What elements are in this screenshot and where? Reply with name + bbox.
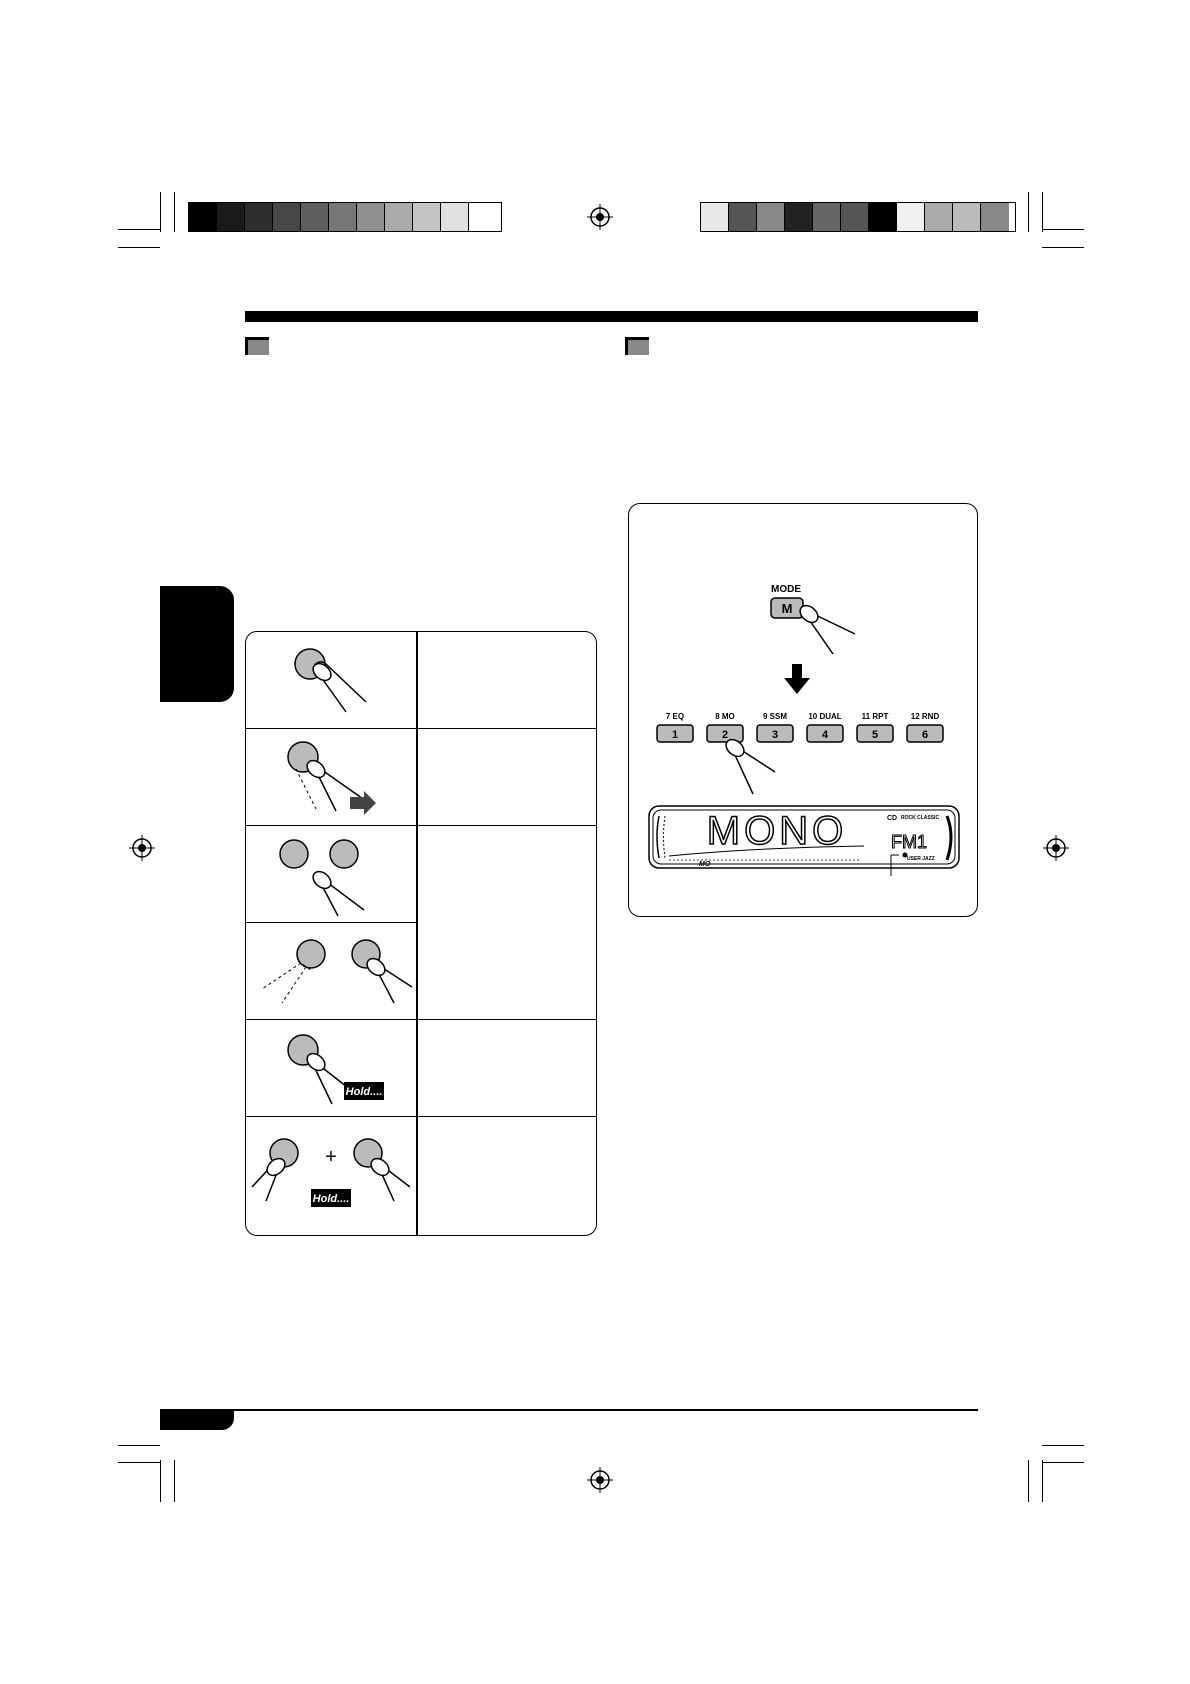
preset-button-row: 7 EQ 1 8 MO 2 9 SSM 3 10 DUAL 4 11 RPT <box>656 712 944 743</box>
registration-mark <box>1043 835 1069 861</box>
lcd-mo-indicator: MO <box>699 861 711 868</box>
finger-hold-icon: Hold.... <box>287 1034 384 1105</box>
trim-mark <box>160 1460 161 1502</box>
down-arrow-icon <box>784 664 810 694</box>
color-calibration-bar <box>700 202 1016 232</box>
svg-text:3: 3 <box>772 729 778 741</box>
hold-label: Hold.... <box>346 1086 383 1098</box>
preset-button-1[interactable]: 7 EQ 1 <box>656 712 694 743</box>
mono-mode-illustration: MODE M 7 EQ 1 8 MO 2 9 SSM 3 <box>648 584 960 876</box>
trim-mark <box>118 229 160 230</box>
preset-button-2[interactable]: 8 MO 2 <box>706 712 744 743</box>
preset-button-3[interactable]: 9 SSM 3 <box>756 712 794 743</box>
section-marker-left <box>245 337 269 355</box>
lcd-band-text: FM1 <box>891 832 927 852</box>
preset-2-label: 8 MO <box>715 712 735 721</box>
trim-mark <box>1042 247 1084 248</box>
lcd-eq-bottom: USER JAZZ <box>907 856 935 862</box>
svg-text:1: 1 <box>672 729 678 741</box>
trim-mark <box>1042 229 1084 230</box>
lcd-cd-indicator: CD <box>887 815 897 822</box>
hold-label: Hold.... <box>313 1193 350 1205</box>
table-row-two-buttons <box>246 826 416 923</box>
registration-mark <box>587 1467 613 1493</box>
table-row-slide <box>246 729 416 826</box>
table-desc-slide <box>418 729 596 826</box>
trim-mark <box>118 1462 160 1463</box>
footer-rule <box>160 1409 978 1411</box>
table-desc-two-buttons <box>418 826 596 1020</box>
preset-button-4[interactable]: 10 DUAL 4 <box>806 712 844 743</box>
mode-key-label: M <box>782 601 793 616</box>
preset-1-label: 7 EQ <box>666 712 684 721</box>
lcd-main-text: MONO <box>707 809 847 853</box>
trim-mark <box>118 247 160 248</box>
trim-mark <box>1042 192 1043 232</box>
page-number-tab <box>160 1410 234 1430</box>
registration-mark <box>587 204 613 230</box>
trim-mark <box>1042 1445 1084 1446</box>
svg-text:6: 6 <box>922 729 928 741</box>
lcd-display: MONO MO CD ROCK CLASSIC FM1 USER JAZZ <box>648 805 960 876</box>
trim-mark <box>1028 1460 1029 1502</box>
table-divider <box>416 632 418 1235</box>
table-desc-two-buttons-hold <box>418 1117 596 1235</box>
finger-press-icon <box>294 648 367 713</box>
table-desc-hold <box>418 1020 596 1117</box>
grayscale-calibration-bar <box>188 202 502 232</box>
trim-mark <box>1028 192 1029 232</box>
finger-slide-icon <box>287 741 376 815</box>
preset-5-label: 11 RPT <box>862 712 889 721</box>
finger-two-buttons-icon <box>279 839 365 917</box>
mono-mode-figure: MODE M 7 EQ 1 8 MO 2 9 SSM 3 <box>628 503 978 917</box>
mono-indicator-dot <box>902 852 908 858</box>
table-row-two-buttons-hold: + Hold.... <box>246 1117 416 1235</box>
lcd-eq-top: ROCK CLASSIC <box>901 815 939 821</box>
button-operations-table: Hold.... + Hold.... <box>245 631 597 1236</box>
preset-4-label: 10 DUAL <box>808 712 841 721</box>
trim-mark <box>174 1460 175 1502</box>
section-marker-right <box>625 337 649 355</box>
preset-button-6[interactable]: 12 RND 6 <box>906 712 944 743</box>
table-row-two-buttons-slide <box>246 923 416 1020</box>
trim-mark <box>1042 1460 1043 1502</box>
trim-mark <box>1042 1462 1084 1463</box>
svg-text:4: 4 <box>822 729 829 741</box>
side-language-tab <box>160 586 234 702</box>
registration-mark <box>129 835 155 861</box>
preset-button-5[interactable]: 11 RPT 5 <box>856 712 894 743</box>
heading-rule <box>245 311 978 322</box>
table-row-hold: Hold.... <box>246 1020 416 1117</box>
finger-two-buttons-slide-icon <box>261 939 413 1004</box>
table-desc-press <box>418 632 596 729</box>
preset-6-label: 12 RND <box>911 712 940 721</box>
svg-text:2: 2 <box>722 729 728 741</box>
mode-label: MODE <box>771 584 801 595</box>
trim-mark <box>118 1445 160 1446</box>
trim-mark <box>160 192 161 232</box>
table-row-press <box>246 632 416 729</box>
svg-text:5: 5 <box>872 729 878 741</box>
preset-3-label: 9 SSM <box>763 712 787 721</box>
trim-mark <box>174 192 175 232</box>
finger-two-buttons-hold-icon: + Hold.... <box>251 1138 411 1207</box>
plus-sign: + <box>325 1146 337 1168</box>
